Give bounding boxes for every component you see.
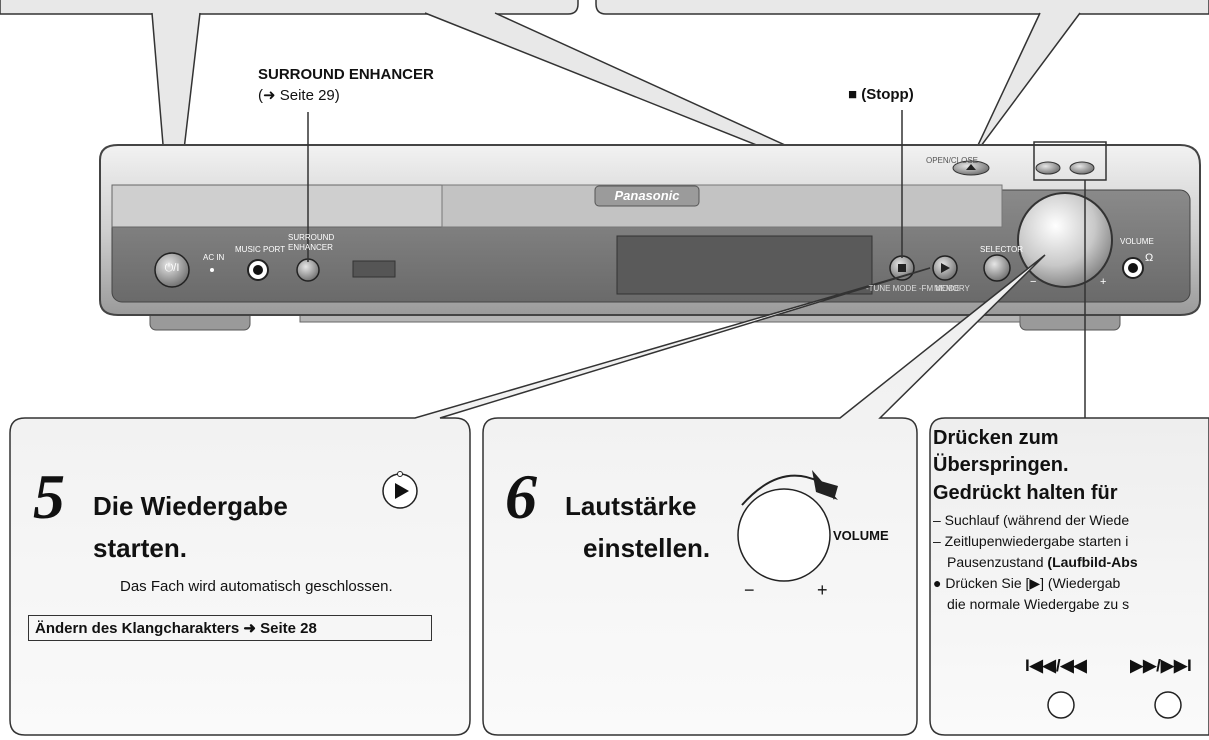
sound-character-link[interactable]: Ändern des Klangcharakters ➜ Seite 28 xyxy=(28,615,432,641)
ac-in-label: AC IN xyxy=(203,253,225,262)
step6-plus: + xyxy=(817,580,828,600)
skip-line-3: Pausenzustand (Laufbild-Abs xyxy=(947,554,1138,570)
step5-title-line2: starten. xyxy=(93,533,187,563)
skip-next-label: ▶▶/▶▶I xyxy=(1130,656,1192,675)
tune-mode-label: -TUNE MODE -FM MODE xyxy=(866,284,960,293)
brand-logo: Panasonic xyxy=(614,188,680,203)
surround-line1: SURROUND xyxy=(288,233,335,242)
volume-label-device: VOLUME xyxy=(1120,237,1154,246)
surround-line2: ENHANCER xyxy=(288,243,333,252)
memory-label: MEMORY xyxy=(934,284,970,293)
skip-line-2: – Zeitlupenwiedergabe starten i xyxy=(933,533,1129,549)
step5-note: Das Fach wird automatisch geschlossen. xyxy=(120,578,393,595)
surround-enhancer-ref: (➜ Seite 29) xyxy=(258,87,340,104)
volume-plus-device: + xyxy=(1100,276,1107,288)
step6-minus: − xyxy=(744,580,755,600)
open-close-label: OPEN/CLOSE xyxy=(926,156,979,165)
step6-title-line2: einstellen. xyxy=(583,533,711,563)
skip-head-3: Gedrückt halten für xyxy=(933,482,1118,504)
selector-label: SELECTOR xyxy=(980,245,1023,254)
volume-minus-device: − xyxy=(1030,276,1037,288)
skip-line-4: ● Drücken Sie [▶] (Wiedergab xyxy=(933,575,1121,591)
callout-bubble-top-left xyxy=(0,0,579,15)
skip-prev-label: I◀◀/◀◀ xyxy=(1025,656,1087,675)
step6-knob-label: VOLUME xyxy=(833,528,889,543)
skip-line-5: die normale Wiedergabe zu s xyxy=(947,596,1130,612)
callout-bubble-top-right xyxy=(595,0,1209,15)
panel-skip-shape xyxy=(929,417,1209,736)
stop-label: ■ (Stopp) xyxy=(848,86,914,103)
skip-line-1: – Suchlauf (während der Wiede xyxy=(933,512,1130,528)
skip-head-1: Drücken zum xyxy=(933,427,1059,449)
step5-number: 5 xyxy=(33,461,65,532)
music-port-label: MUSIC PORT xyxy=(235,245,286,254)
headphone-icon: Ω xyxy=(1145,252,1154,264)
step6-title-line1: Lautstärke xyxy=(565,491,697,521)
step5-title-line1: Die Wiedergabe xyxy=(93,491,288,521)
power-icon[interactable]: ⏻/I xyxy=(164,262,180,274)
skip-head-2: Überspringen. xyxy=(933,454,1069,476)
surround-enhancer-title: SURROUND ENHANCER xyxy=(258,66,434,83)
step6-number: 6 xyxy=(505,461,537,532)
